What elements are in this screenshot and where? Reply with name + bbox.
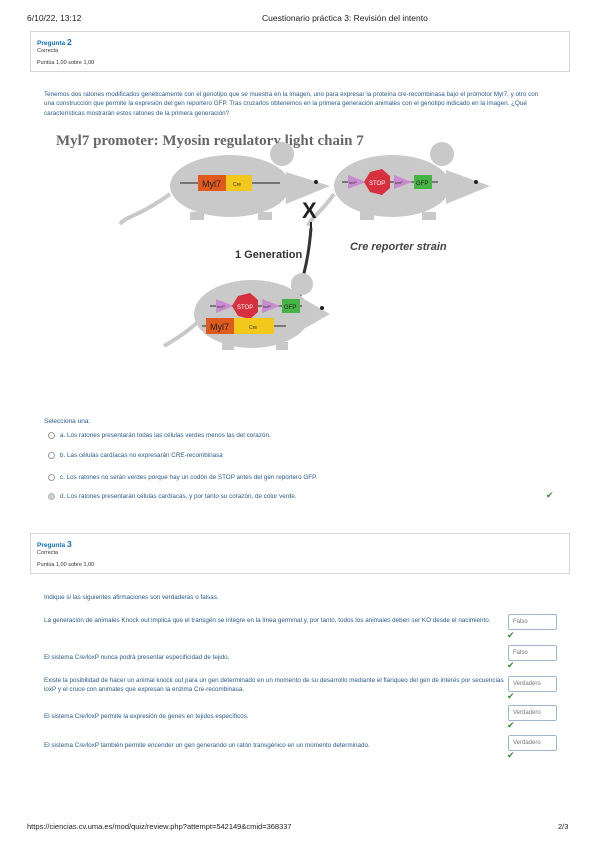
loxp-label: loxP [263, 304, 271, 309]
question-3-text: Indique si las siguientes afirmaciones s… [44, 594, 219, 601]
correct-check-icon: ✔ [507, 750, 515, 760]
correct-check-icon: ✔ [546, 490, 554, 500]
option-label: d. Los ratones presentarán células cardí… [60, 493, 297, 500]
mouse-cre-reporter: loxP STOP loxP GFP [306, 142, 490, 227]
question-number: 2 [66, 37, 72, 47]
answer-select-3[interactable]: Verdadero [508, 676, 557, 692]
question-number: 3 [66, 539, 72, 549]
stop-codon [232, 293, 258, 319]
mouse-myl7-cre: Myl7 Cre [118, 142, 330, 226]
select-one-prompt: Selecciona una: [44, 418, 91, 425]
gfp-gene [282, 299, 300, 313]
cre-label: Cre [249, 325, 257, 331]
correct-check-icon: ✔ [507, 630, 515, 640]
statement-3: Existe la posibilidad de hacer un animal… [44, 677, 504, 693]
statement-1: La generación de animales Knock out impl… [44, 617, 491, 624]
print-datetime: 6/10/22, 13:12 [27, 13, 82, 23]
loxp-site-1 [348, 175, 366, 189]
gfp-label: GFP [416, 181, 428, 187]
question-2-info: Pregunta 2 Correcta Puntúa 1,00 sobre 1,… [30, 31, 570, 72]
statement-2: El sistema Cre/loxP nunca podrá presenta… [44, 654, 230, 661]
option-d[interactable]: d. Los ratones presentarán células cardí… [48, 493, 297, 500]
option-label: c. Los ratones no serán verdes porque ha… [60, 474, 318, 481]
page-title: Cuestionario práctica 3: Revisión del in… [262, 13, 428, 23]
cre-gene [226, 175, 252, 191]
statement-4: El sistema Cre/loxP permite la expresión… [44, 713, 249, 720]
option-a[interactable]: a. Los ratones presentarán todas las cél… [48, 432, 271, 439]
correct-check-icon: ✔ [507, 660, 515, 670]
answer-select-5[interactable]: Verdadero [508, 735, 557, 751]
cross-symbol: X [302, 198, 317, 223]
loxp-label: loxP [349, 180, 357, 185]
answer-select-4[interactable]: Verdadero [508, 705, 557, 721]
cre-label: Cre [233, 182, 241, 188]
question-2-grade: Puntúa 1,00 sobre 1,00 [37, 60, 95, 66]
mouse-offspring: loxP STOP loxP GFP Myl7 Cre [162, 273, 330, 350]
correct-check-icon: ✔ [507, 720, 515, 730]
option-c[interactable]: c. Los ratones no serán verdes porque ha… [48, 474, 317, 481]
gfp-gene [414, 175, 432, 189]
question-label: Pregunta [37, 542, 66, 549]
question-2-text: Tenemos dos ratones modificados genética… [44, 91, 539, 117]
question-2-number: Pregunta 2 [37, 37, 72, 47]
loxp-site-1 [216, 299, 234, 313]
myl7-promoter [198, 175, 226, 191]
question-label: Pregunta [37, 40, 66, 47]
radio-button[interactable] [48, 452, 55, 459]
answer-select-2[interactable]: Falso [508, 645, 557, 661]
cre-gene [234, 318, 274, 334]
stop-codon [364, 169, 390, 195]
generation-label: 1 Generation [235, 249, 303, 261]
stop-label: STOP [369, 181, 385, 187]
option-b[interactable]: b. Las células cardíacas no expresarán C… [48, 452, 223, 459]
question-3-state: Correcta [37, 550, 59, 556]
option-label: a. Los ratones presentarán todas las cél… [60, 432, 271, 439]
figure-title: Myl7 promoter: Myosin regulatory light c… [56, 133, 364, 149]
gfp-label: GFP [284, 305, 296, 311]
radio-button[interactable] [48, 474, 55, 481]
answer-select-1[interactable]: Falso [508, 614, 557, 630]
question-3-number: Pregunta 3 [37, 539, 72, 549]
myl7-promoter [206, 318, 234, 334]
question-3-grade: Puntúa 1,00 sobre 1,00 [37, 562, 95, 568]
myl7-label: Myl7 [202, 179, 221, 189]
radio-button-selected[interactable] [48, 493, 55, 500]
question-3-info: Pregunta 3 Correcta Puntúa 1,00 sobre 1,… [30, 533, 570, 574]
page-number: 2/3 [558, 822, 569, 831]
statement-5: El sistema Cre/loxP también permite ence… [44, 742, 370, 749]
genetics-figure: Myl7 promoter: Myosin regulatory light c… [56, 133, 490, 350]
loxp-label: loxP [217, 304, 225, 309]
radio-button[interactable] [48, 432, 55, 439]
loxp-site-2 [394, 175, 412, 189]
footer-url: https://ciencias.cv.uma.es/mod/quiz/revi… [27, 822, 292, 831]
correct-check-icon: ✔ [507, 691, 515, 701]
loxp-site-2 [262, 299, 280, 313]
loxp-label: loxP [395, 180, 403, 185]
stop-label: STOP [237, 305, 253, 311]
option-label: b. Las células cardíacas no expresarán C… [60, 452, 223, 459]
myl7-label: Myl7 [210, 322, 229, 332]
question-2-state: Correcta [37, 48, 59, 54]
reporter-strain-label: Cre reporter strain [350, 241, 447, 253]
